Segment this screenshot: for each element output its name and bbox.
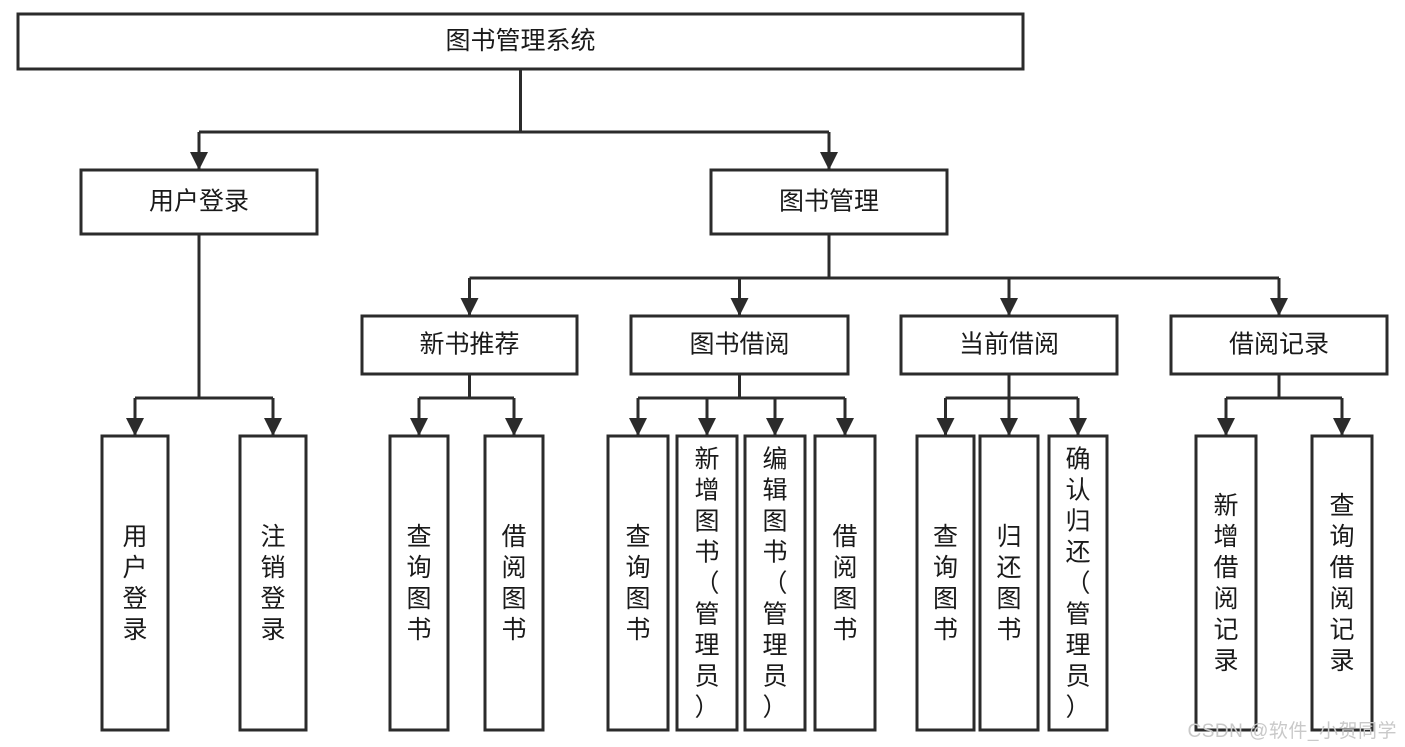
node-label: 用户登录 xyxy=(149,188,249,216)
node-box xyxy=(79,168,319,236)
csdn-watermark: CSDN @软件_小贺同学 xyxy=(1187,721,1397,742)
node-leaf-edit-book[interactable]: 编辑图书（管理员） xyxy=(743,434,807,732)
node-box xyxy=(16,12,1025,71)
node-leaf-query-book-rec[interactable]: 查询图书 xyxy=(388,434,450,732)
node-root[interactable]: 图书管理系统 xyxy=(16,12,1025,71)
connectors-layer xyxy=(126,69,1351,436)
node-leaf-add-record[interactable]: 新增借阅记录 xyxy=(1194,434,1258,732)
arrow-head-icon xyxy=(460,298,479,316)
node-box xyxy=(899,314,1119,376)
node-box xyxy=(1169,314,1389,376)
node-box xyxy=(978,434,1040,732)
arrow-head-icon xyxy=(820,152,838,170)
nodes-layer: 图书管理系统用户登录图书管理新书推荐图书借阅当前借阅借阅记录用户登录注销登录查询… xyxy=(16,12,1389,732)
node-leaf-add-book[interactable]: 新增图书（管理员） xyxy=(675,434,739,732)
node-label: 新增借阅记录 xyxy=(1213,492,1238,675)
node-leaf-query-record[interactable]: 查询借阅记录 xyxy=(1310,434,1374,732)
node-box xyxy=(629,314,850,376)
node-label: 借阅图书 xyxy=(501,523,526,644)
node-leaf-query-book-c[interactable]: 查询图书 xyxy=(915,434,976,732)
arrow-head-icon xyxy=(730,298,749,316)
arrow-head-icon xyxy=(1270,298,1288,316)
node-label: 借阅记录 xyxy=(1229,331,1329,359)
node-leaf-confirm-return[interactable]: 确认归还（管理员） xyxy=(1047,434,1109,732)
node-new-book-rec[interactable]: 新书推荐 xyxy=(360,314,579,376)
node-label: 新书推荐 xyxy=(419,331,519,359)
node-box xyxy=(100,434,170,732)
node-label: 查询图书 xyxy=(406,523,431,644)
arrow-head-icon xyxy=(698,418,716,436)
node-label: 编辑图书（管理员） xyxy=(762,446,787,722)
node-label: 确认归还（管理员） xyxy=(1065,446,1090,722)
node-box xyxy=(1194,434,1258,732)
node-box xyxy=(1047,434,1109,732)
node-label: 归还图书 xyxy=(996,523,1021,644)
node-label: 查询图书 xyxy=(625,523,650,644)
node-borrow-record[interactable]: 借阅记录 xyxy=(1169,314,1389,376)
arrow-head-icon xyxy=(190,152,208,170)
node-box xyxy=(915,434,976,732)
node-label: 注销登录 xyxy=(260,523,285,644)
node-label: 新增图书（管理员） xyxy=(694,446,719,722)
arrow-head-icon xyxy=(410,418,428,436)
arrow-head-icon xyxy=(766,418,784,436)
node-box xyxy=(709,168,949,236)
node-label: 图书管理系统 xyxy=(445,27,595,55)
node-label: 用户登录 xyxy=(122,523,147,644)
node-label: 查询图书 xyxy=(933,523,958,644)
node-leaf-return-book[interactable]: 归还图书 xyxy=(978,434,1040,732)
node-box xyxy=(1310,434,1374,732)
arrow-head-icon xyxy=(836,418,854,436)
node-label: 查询借阅记录 xyxy=(1329,492,1354,675)
node-label: 图书借阅 xyxy=(689,331,789,359)
arrow-head-icon xyxy=(1217,418,1235,436)
arrow-head-icon xyxy=(126,418,144,436)
node-book-borrow[interactable]: 图书借阅 xyxy=(629,314,850,376)
arrow-head-icon xyxy=(1069,418,1087,436)
node-box xyxy=(813,434,877,732)
node-leaf-borrow-book-b[interactable]: 借阅图书 xyxy=(813,434,877,732)
node-leaf-user-login[interactable]: 用户登录 xyxy=(100,434,170,732)
node-label: 借阅图书 xyxy=(832,523,857,644)
node-box xyxy=(675,434,739,732)
node-box xyxy=(743,434,807,732)
node-current-borrow[interactable]: 当前借阅 xyxy=(899,314,1119,376)
node-user-login[interactable]: 用户登录 xyxy=(79,168,319,236)
node-label: 图书管理 xyxy=(779,188,879,216)
node-book-manage[interactable]: 图书管理 xyxy=(709,168,949,236)
node-box xyxy=(360,314,579,376)
node-box xyxy=(606,434,670,732)
node-leaf-query-book-b[interactable]: 查询图书 xyxy=(606,434,670,732)
node-leaf-user-logout[interactable]: 注销登录 xyxy=(238,434,308,732)
arrow-head-icon xyxy=(505,418,523,436)
arrow-head-icon xyxy=(1000,418,1018,436)
node-leaf-borrow-book-rec[interactable]: 借阅图书 xyxy=(483,434,545,732)
arrow-head-icon xyxy=(1000,298,1018,316)
node-box xyxy=(483,434,545,732)
arrow-head-icon xyxy=(264,418,282,436)
arrow-head-icon xyxy=(1333,418,1351,436)
arrow-head-icon xyxy=(936,418,955,436)
node-label: 当前借阅 xyxy=(959,331,1059,359)
node-box xyxy=(388,434,450,732)
arrow-head-icon xyxy=(629,418,647,436)
node-box xyxy=(238,434,308,732)
